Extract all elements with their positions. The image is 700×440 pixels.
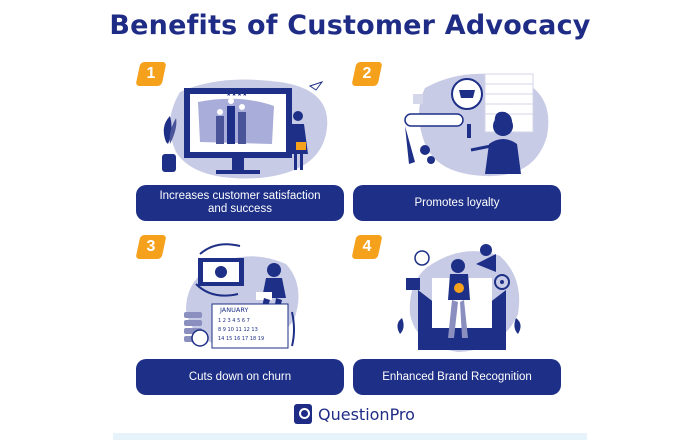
benefit-label: Increases customer satisfaction and succ… [136, 185, 344, 221]
questionpro-logo: QuestionPro [294, 404, 415, 424]
bottom-strip [113, 433, 587, 440]
svg-text:1 2 3 4 5 6 7: 1 2 3 4 5 6 7 [218, 318, 250, 324]
megaphone-envelope-illustration [397, 244, 521, 352]
svg-text:8 9 10 11 12 13: 8 9 10 11 12 13 [218, 327, 258, 333]
svg-text:14 15 16 17 18 19: 14 15 16 17 18 19 [218, 336, 264, 342]
monitor-chart-illustration: ★★★★ [162, 79, 328, 179]
brand-name: QuestionPro [318, 404, 415, 424]
svg-text:★★★★: ★★★★ [226, 91, 248, 98]
benefit-label: Promotes loyalty [353, 185, 561, 221]
money-calendar-illustration: 1 2 3 4 5 6 7 8 9 10 11 12 13 14 15 16 1… [184, 243, 299, 349]
benefit-label: Enhanced Brand Recognition [353, 359, 561, 395]
number-badge: 3 [135, 235, 167, 259]
number-badge: 4 [351, 235, 383, 259]
shopping-cart-illustration [404, 73, 549, 177]
calendar-month-label: JANUARY [220, 306, 249, 314]
page-title: Benefits of Customer Advocacy [109, 10, 591, 41]
benefit-label: Cuts down on churn [136, 359, 344, 395]
questionpro-logo-icon [294, 404, 312, 424]
number-badge: 2 [351, 62, 383, 86]
